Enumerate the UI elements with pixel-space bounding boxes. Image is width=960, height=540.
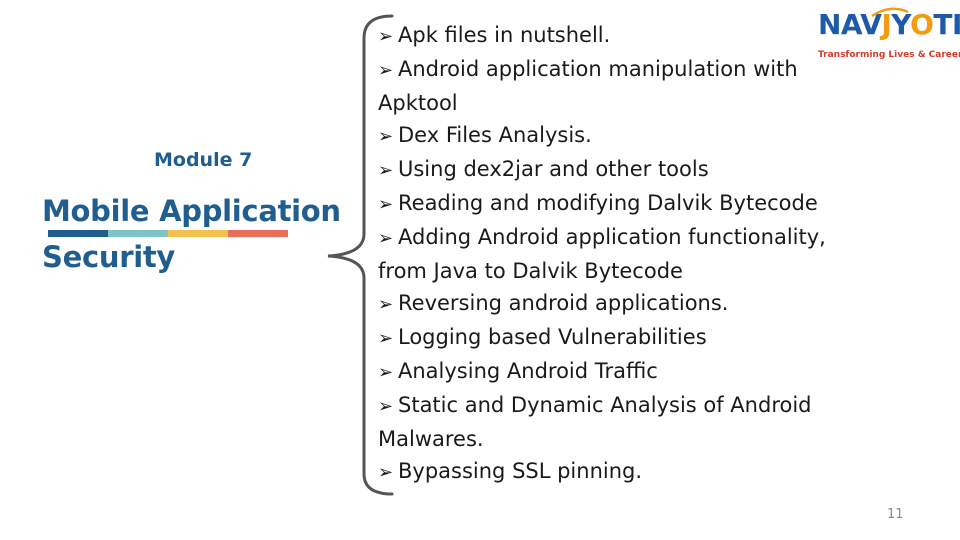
arrow-bullet-icon: ➢ [378,294,394,315]
list-item-text: Bypassing SSL pinning. [398,459,643,483]
curly-brace-icon [327,14,394,496]
color-bar-segment-yellow [168,230,228,237]
arrow-bullet-icon: ➢ [378,26,394,47]
module-label: Module 7 [154,149,253,171]
arrow-bullet-icon: ➢ [378,328,394,349]
arrow-bullet-icon: ➢ [378,126,394,147]
list-item-text: Static and Dynamic Analysis of Android [398,393,812,417]
list-item-text: Analysing Android Traffic [398,359,658,383]
logo-text-nav: NAV [818,8,882,41]
list-item-text-continued: Apktool [378,91,458,115]
topic-list: ➢Apk files in nutshell. ➢Android applica… [378,19,848,489]
arrow-bullet-icon: ➢ [378,160,394,181]
list-item-text: Android application manipulation with [398,57,798,81]
list-item: ➢Using dex2jar and other tools [378,153,848,187]
color-bar-segment-coral [228,230,288,237]
color-bar-segment-blue [48,230,108,237]
arrow-bullet-icon: ➢ [378,362,394,383]
list-item: ➢Dex Files Analysis. [378,119,848,153]
color-bar-segment-teal [108,230,168,237]
logo-text-o: O [910,8,934,41]
logo-swoosh-icon [871,7,909,18]
arrow-bullet-icon: ➢ [378,194,394,215]
list-item: ➢Reading and modifying Dalvik Bytecode [378,187,848,221]
list-item: ➢Logging based Vulnerabilities [378,321,848,355]
logo-text-ti: TI [933,8,960,41]
logo-tagline: Transforming Lives & Careers [818,50,960,60]
title-color-bar [48,230,288,237]
navjyoti-logo: NAVJYOTI Transforming Lives & Careers [816,6,960,66]
logo-wordmark: NAVJYOTI [818,8,960,41]
logo-text-y: Y [891,8,911,41]
arrow-bullet-icon: ➢ [378,396,394,417]
list-item: ➢Apk files in nutshell. [378,19,848,53]
arrow-bullet-icon: ➢ [378,228,394,249]
list-item: ➢Bypassing SSL pinning. [378,455,848,489]
list-item-text: Adding Android application functionality… [398,225,826,249]
list-item-text: Reading and modifying Dalvik Bytecode [398,191,818,215]
list-item: ➢Analysing Android Traffic [378,355,848,389]
list-item-text: Reversing android applications. [398,291,729,315]
list-item-text: Logging based Vulnerabilities [398,325,707,349]
logo-text-j: J [881,8,892,41]
title-line-2: Security [42,240,175,274]
list-item-text: Apk files in nutshell. [398,23,611,47]
title-line-1: Mobile Application [42,194,341,228]
list-item-text-continued: Malwares. [378,427,484,451]
list-item: ➢Reversing android applications. [378,287,848,321]
list-item: ➢Adding Android application functionalit… [378,221,848,287]
arrow-bullet-icon: ➢ [378,462,394,483]
page-number: 11 [887,507,904,522]
list-item-text-continued: from Java to Dalvik Bytecode [378,259,683,283]
arrow-bullet-icon: ➢ [378,60,394,81]
list-item-text: Using dex2jar and other tools [398,157,709,181]
list-item-text: Dex Files Analysis. [398,123,592,147]
